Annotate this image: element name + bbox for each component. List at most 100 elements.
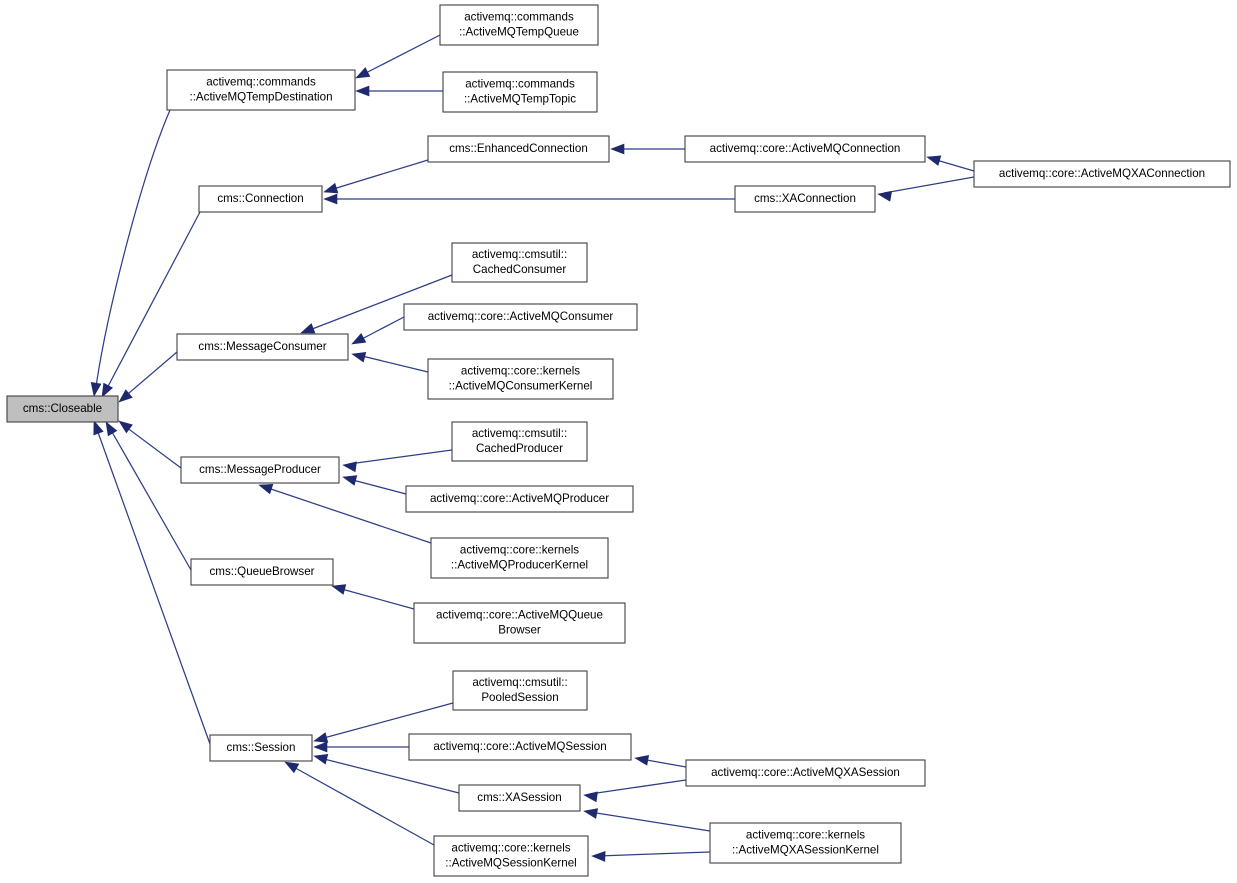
edge-line bbox=[289, 764, 435, 846]
class-node-box[interactable] bbox=[458, 784, 581, 812]
edge-line bbox=[359, 34, 441, 77]
class-node-cachedproducer[interactable]: activemq::cmsutil::CachedProducer bbox=[451, 421, 588, 462]
class-node-activemqxasessionkernel[interactable]: activemq::core::kernels::ActiveMQXASessi… bbox=[709, 822, 902, 864]
inheritance-edge bbox=[90, 109, 171, 397]
class-node-box[interactable] bbox=[430, 537, 609, 579]
inheritance-edge bbox=[93, 420, 211, 745]
class-node-box[interactable] bbox=[439, 4, 599, 46]
class-node-box[interactable] bbox=[442, 71, 598, 113]
edge-arrowhead-icon bbox=[342, 475, 358, 486]
class-node-activemqxasession[interactable]: activemq::core::ActiveMQXASession bbox=[685, 759, 926, 787]
edge-line bbox=[103, 211, 201, 395]
class-node-label: cms::XASession bbox=[477, 791, 561, 804]
class-node-messageproducer[interactable]: cms::MessageProducer bbox=[180, 456, 340, 484]
class-node-box[interactable] bbox=[180, 456, 340, 484]
class-node-activemqsessionkernel[interactable]: activemq::core::kernels::ActiveMQSession… bbox=[433, 835, 589, 877]
edge-line bbox=[94, 423, 211, 745]
class-node-label: cms::Closeable bbox=[23, 402, 102, 415]
class-node-box[interactable] bbox=[685, 759, 926, 787]
edge-arrowhead-icon bbox=[583, 808, 599, 819]
edge-arrowhead-icon bbox=[93, 420, 104, 436]
class-node-box[interactable] bbox=[413, 602, 626, 644]
inheritance-edge bbox=[323, 159, 429, 194]
class-node-label: cms::MessageProducer bbox=[199, 463, 321, 476]
class-node-box[interactable] bbox=[190, 558, 334, 586]
class-node-box[interactable] bbox=[427, 135, 610, 163]
edge-line bbox=[264, 486, 432, 544]
class-node-box[interactable] bbox=[403, 303, 638, 331]
class-node-box[interactable] bbox=[973, 160, 1231, 188]
class-node-xaconnection[interactable]: cms::XAConnection bbox=[734, 185, 876, 213]
class-node-label: activemq::core::ActiveMQConnection bbox=[710, 142, 901, 155]
class-node-box[interactable] bbox=[452, 670, 588, 711]
inheritance-edge bbox=[634, 754, 687, 768]
class-node-box[interactable] bbox=[433, 835, 589, 877]
class-node-queuebrowser[interactable]: cms::QueueBrowser bbox=[190, 558, 334, 586]
class-node-activemqconsumer[interactable]: activemq::core::ActiveMQConsumer bbox=[403, 303, 638, 331]
class-node-activemqxaconnection[interactable]: activemq::core::ActiveMQXAConnection bbox=[973, 160, 1231, 188]
inheritance-edge bbox=[351, 351, 429, 373]
class-node-box[interactable] bbox=[209, 734, 313, 762]
inheritance-edge bbox=[591, 851, 711, 862]
class-node-activemqproducer[interactable]: activemq::core::ActiveMQProducer bbox=[405, 485, 634, 513]
class-node-box[interactable] bbox=[451, 242, 588, 283]
class-node-box[interactable] bbox=[684, 135, 926, 163]
edge-arrowhead-icon bbox=[634, 754, 650, 766]
inheritance-edge bbox=[323, 193, 735, 205]
inheritance-edge bbox=[583, 808, 711, 832]
class-node-label: CachedConsumer bbox=[473, 263, 567, 276]
class-node-pooledsession[interactable]: activemq::cmsutil::PooledSession bbox=[452, 670, 588, 711]
class-node-box[interactable] bbox=[734, 185, 876, 213]
edge-arrowhead-icon bbox=[300, 323, 316, 334]
class-node-label: activemq::commands bbox=[465, 78, 575, 91]
edge-arrowhead-icon bbox=[258, 483, 274, 495]
class-node-connection[interactable]: cms::Connection bbox=[198, 185, 323, 213]
class-node-box[interactable] bbox=[405, 485, 634, 513]
class-node-label: ::ActiveMQConsumerKernel bbox=[449, 380, 593, 393]
class-node-tempqueue[interactable]: activemq::commands::ActiveMQTempQueue bbox=[439, 4, 599, 46]
class-node-closeable[interactable]: cms::Closeable bbox=[6, 395, 119, 423]
class-node-box[interactable] bbox=[408, 733, 632, 761]
class-node-tempdestination[interactable]: activemq::commands::ActiveMQTempDestinat… bbox=[166, 69, 356, 111]
inheritance-edge bbox=[118, 351, 178, 403]
class-node-label: activemq::commands bbox=[206, 76, 316, 89]
class-node-activemqsession[interactable]: activemq::core::ActiveMQSession bbox=[408, 733, 632, 761]
inheritance-edge bbox=[300, 274, 453, 334]
class-node-box[interactable] bbox=[709, 822, 902, 864]
inheritance-edge bbox=[284, 761, 435, 846]
class-node-label: ::ActiveMQTempDestination bbox=[189, 91, 332, 104]
class-node-activemqconsumerkernel[interactable]: activemq::core::kernels::ActiveMQConsume… bbox=[427, 358, 614, 400]
class-node-messageconsumer[interactable]: cms::MessageConsumer bbox=[176, 333, 349, 361]
class-node-label: activemq::core::kernels bbox=[746, 829, 865, 842]
edge-arrowhead-icon bbox=[591, 851, 606, 862]
class-node-enhancedconnection[interactable]: cms::EnhancedConnection bbox=[427, 135, 610, 163]
class-node-box[interactable] bbox=[427, 358, 614, 400]
class-node-temptopic[interactable]: activemq::commands::ActiveMQTempTopic bbox=[442, 71, 598, 113]
edge-arrowhead-icon bbox=[313, 732, 329, 743]
edge-line bbox=[589, 779, 687, 795]
edge-line bbox=[357, 354, 429, 373]
class-node-session[interactable]: cms::Session bbox=[209, 734, 313, 762]
class-node-box[interactable] bbox=[198, 185, 323, 213]
class-node-label: activemq::core::ActiveMQConsumer bbox=[428, 310, 614, 323]
class-node-label: activemq::core::ActiveMQXASession bbox=[711, 766, 900, 779]
class-node-cachedconsumer[interactable]: activemq::cmsutil::CachedConsumer bbox=[451, 242, 588, 283]
class-node-box[interactable] bbox=[176, 333, 349, 361]
class-node-activemqconnection[interactable]: activemq::core::ActiveMQConnection bbox=[684, 135, 926, 163]
class-node-label: CachedProducer bbox=[476, 442, 563, 455]
class-node-box[interactable] bbox=[6, 395, 119, 423]
class-node-xasession[interactable]: cms::XASession bbox=[458, 784, 581, 812]
class-node-label: activemq::core::ActiveMQSession bbox=[433, 740, 606, 753]
inheritance-edge bbox=[351, 316, 405, 345]
edge-line bbox=[883, 176, 975, 194]
class-node-label: activemq::core::kernels bbox=[451, 842, 570, 855]
edge-arrowhead-icon bbox=[90, 382, 102, 397]
class-node-label: activemq::cmsutil:: bbox=[472, 676, 567, 689]
edge-line bbox=[319, 702, 454, 740]
class-node-box[interactable] bbox=[451, 421, 588, 462]
class-node-box[interactable] bbox=[166, 69, 356, 111]
class-node-label: cms::MessageConsumer bbox=[198, 340, 326, 353]
class-node-activemqproducerkernel[interactable]: activemq::core::kernels::ActiveMQProduce… bbox=[430, 537, 609, 579]
